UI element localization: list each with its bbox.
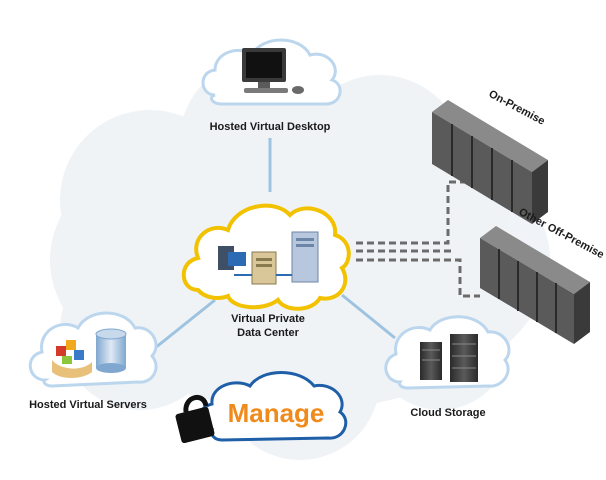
connector-lines: [149, 138, 396, 354]
manage-node: Manage: [175, 371, 348, 444]
data-center-servers-icon: [218, 231, 319, 285]
storage-cloud-shape: [384, 315, 511, 390]
padlock-icon: [175, 395, 215, 444]
hosted-virtual-servers-node: Hosted Virtual Servers: [28, 311, 158, 411]
dashed-connectors: [356, 180, 480, 298]
dashed-link-on-premise: [356, 180, 472, 245]
connector-storage-datacenter: [341, 293, 396, 340]
data-center-label-line1: Virtual Private: [231, 313, 305, 325]
virtual-servers-icon: [52, 328, 127, 378]
storage-racks-icon: [420, 334, 478, 382]
off-premise-rack-icon: [480, 226, 590, 344]
hosted-virtual-desktop-label: Hosted Virtual Desktop: [210, 121, 331, 133]
on-premise-rack-icon: [432, 100, 548, 224]
virtual-private-data-center-node: Virtual Private Data Center: [181, 203, 351, 339]
cloud-storage-node: Cloud Storage: [384, 315, 511, 419]
data-center-label-line2: Data Center: [237, 327, 299, 339]
hosted-virtual-servers-label: Hosted Virtual Servers: [29, 399, 147, 411]
manage-label: Manage: [228, 398, 325, 428]
hosted-virtual-desktop-node: Hosted Virtual Desktop: [201, 38, 342, 133]
manage-cloud-shape: [197, 371, 348, 442]
connector-servers-datacenter: [149, 298, 216, 354]
on-premise-label: On-Premise: [487, 88, 547, 128]
dashed-link-off-premise: [356, 258, 480, 298]
cloud-storage-label: Cloud Storage: [410, 407, 485, 419]
desktop-monitor-icon: [242, 48, 304, 94]
